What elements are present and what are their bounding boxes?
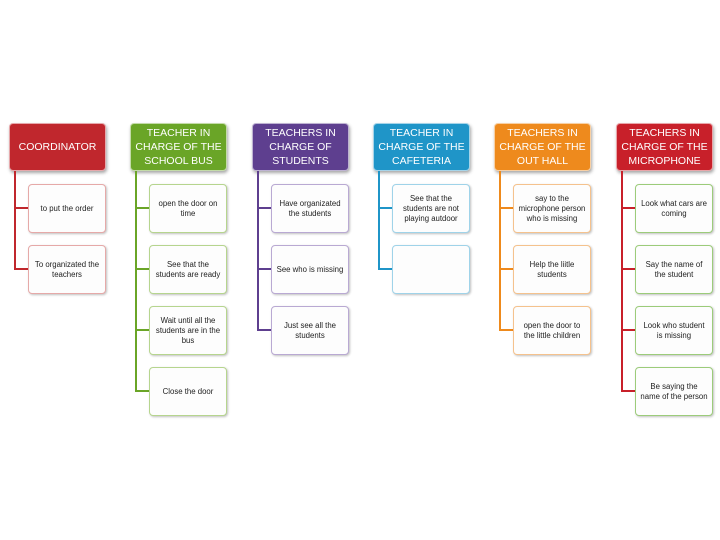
column-header: COORDINATOR	[9, 123, 106, 171]
task-box: See who is missing	[271, 245, 349, 294]
column-header: TEACHER IN CHARGE OF THE CAFETERIA	[373, 123, 470, 171]
task-box: Look who student is missing	[635, 306, 713, 355]
task-box: Be saying the name of the person	[635, 367, 713, 416]
column-header: TEACHERS IN CHARGE OF THE MICROPHONE	[616, 123, 713, 171]
task-box: See that the students are ready	[149, 245, 227, 294]
task-box: say to the microphone person who is miss…	[513, 184, 591, 233]
column-header: TEACHERS IN CHARGE OF THE OUT HALL	[494, 123, 591, 171]
column-header: TEACHERS IN CHARGE OF STUDENTS	[252, 123, 349, 171]
task-box: to put the order	[28, 184, 106, 233]
column-4: TEACHERS IN CHARGE OF THE OUT HALL say to…	[494, 0, 604, 540]
column-5: TEACHERS IN CHARGE OF THE MICROPHONE Look…	[616, 0, 720, 540]
task-box: Close the door	[149, 367, 227, 416]
task-box: Just see all the students	[271, 306, 349, 355]
column-1: TEACHER IN CHARGE OF THE SCHOOL BUS open …	[130, 0, 240, 540]
task-box: To organizated the teachers	[28, 245, 106, 294]
column-0: COORDINATOR to put the order To organizate…	[9, 0, 119, 540]
task-box: Look what cars are coming	[635, 184, 713, 233]
column-2: TEACHERS IN CHARGE OF STUDENTS Have organ…	[252, 0, 362, 540]
connector-line	[135, 171, 150, 392]
task-box: Say the name of the student	[635, 245, 713, 294]
connector-line	[257, 171, 272, 331]
task-box: open the door on time	[149, 184, 227, 233]
column-3: TEACHER IN CHARGE OF THE CAFETERIA See th…	[373, 0, 483, 540]
task-box	[392, 245, 470, 294]
task-box: See that the students are not playing au…	[392, 184, 470, 233]
column-header: TEACHER IN CHARGE OF THE SCHOOL BUS	[130, 123, 227, 171]
connector-line	[378, 171, 393, 270]
task-box: Help the liitle students	[513, 245, 591, 294]
task-box: open the door to the little children	[513, 306, 591, 355]
task-box: Wait until all the students are in the b…	[149, 306, 227, 355]
connector-line	[499, 171, 514, 331]
connector-line	[14, 171, 29, 270]
connector-line	[621, 171, 636, 392]
task-box: Have organizated the students	[271, 184, 349, 233]
